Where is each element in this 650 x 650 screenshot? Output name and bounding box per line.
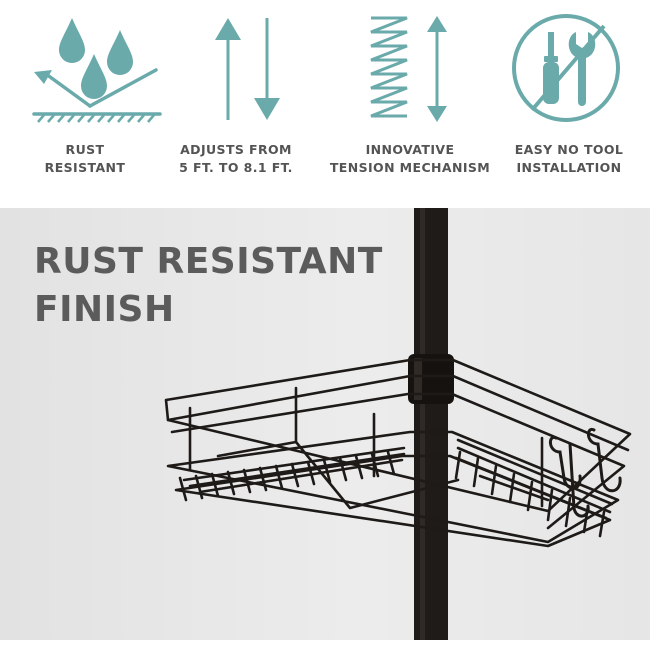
tension-pole [414,208,448,640]
feature-label-line2: TENSION MECHANISM [329,160,491,175]
feature-rust-resistant: RUST RESISTANT [10,0,162,208]
feature-label: INNOVATIVE TENSION MECHANISM [321,141,499,177]
feature-label-line1: EASY NO TOOL [514,142,624,157]
headline-line2: FINISH [34,289,175,330]
feature-label-line2: INSTALLATION [516,160,622,175]
feature-label: ADJUSTS FROM 5 FT. TO 8.1 FT. [161,141,311,177]
feature-icons-banner: RUST RESISTANT ADJUSTS FROM 5 FT. TO 8.1… [0,0,650,208]
feature-no-tool-installation: EASY NO TOOL INSTALLATION [490,0,640,208]
feature-tension-mechanism: INNOVATIVE TENSION MECHANISM [330,0,490,208]
feature-label-line2: RESISTANT [44,160,126,175]
feature-label: EASY NO TOOL INSTALLATION [494,141,644,177]
headline-line1: RUST RESISTANT [34,241,383,282]
product-photo: RUST RESISTANT FINISH [0,208,650,640]
feature-label: RUST RESISTANT [10,141,160,177]
shower-caddy-illustration [164,208,632,640]
adjustable-height-arrows-icon [215,18,280,120]
feature-label-line1: RUST [65,142,105,157]
feature-label-line1: ADJUSTS FROM [180,142,292,157]
hooks [549,427,622,518]
no-tools-icon [512,14,620,122]
corner-basket [164,358,632,548]
headline: RUST RESISTANT FINISH [34,238,383,334]
feature-label-line1: INNOVATIVE [365,142,455,157]
tension-spring-icon [370,16,447,122]
rust-resistant-water-drops-icon [32,18,162,123]
feature-label-line2: 5 FT. TO 8.1 FT. [179,160,293,175]
feature-adjustable-height: ADJUSTS FROM 5 FT. TO 8.1 FT. [171,0,321,208]
bottom-margin [0,640,650,650]
